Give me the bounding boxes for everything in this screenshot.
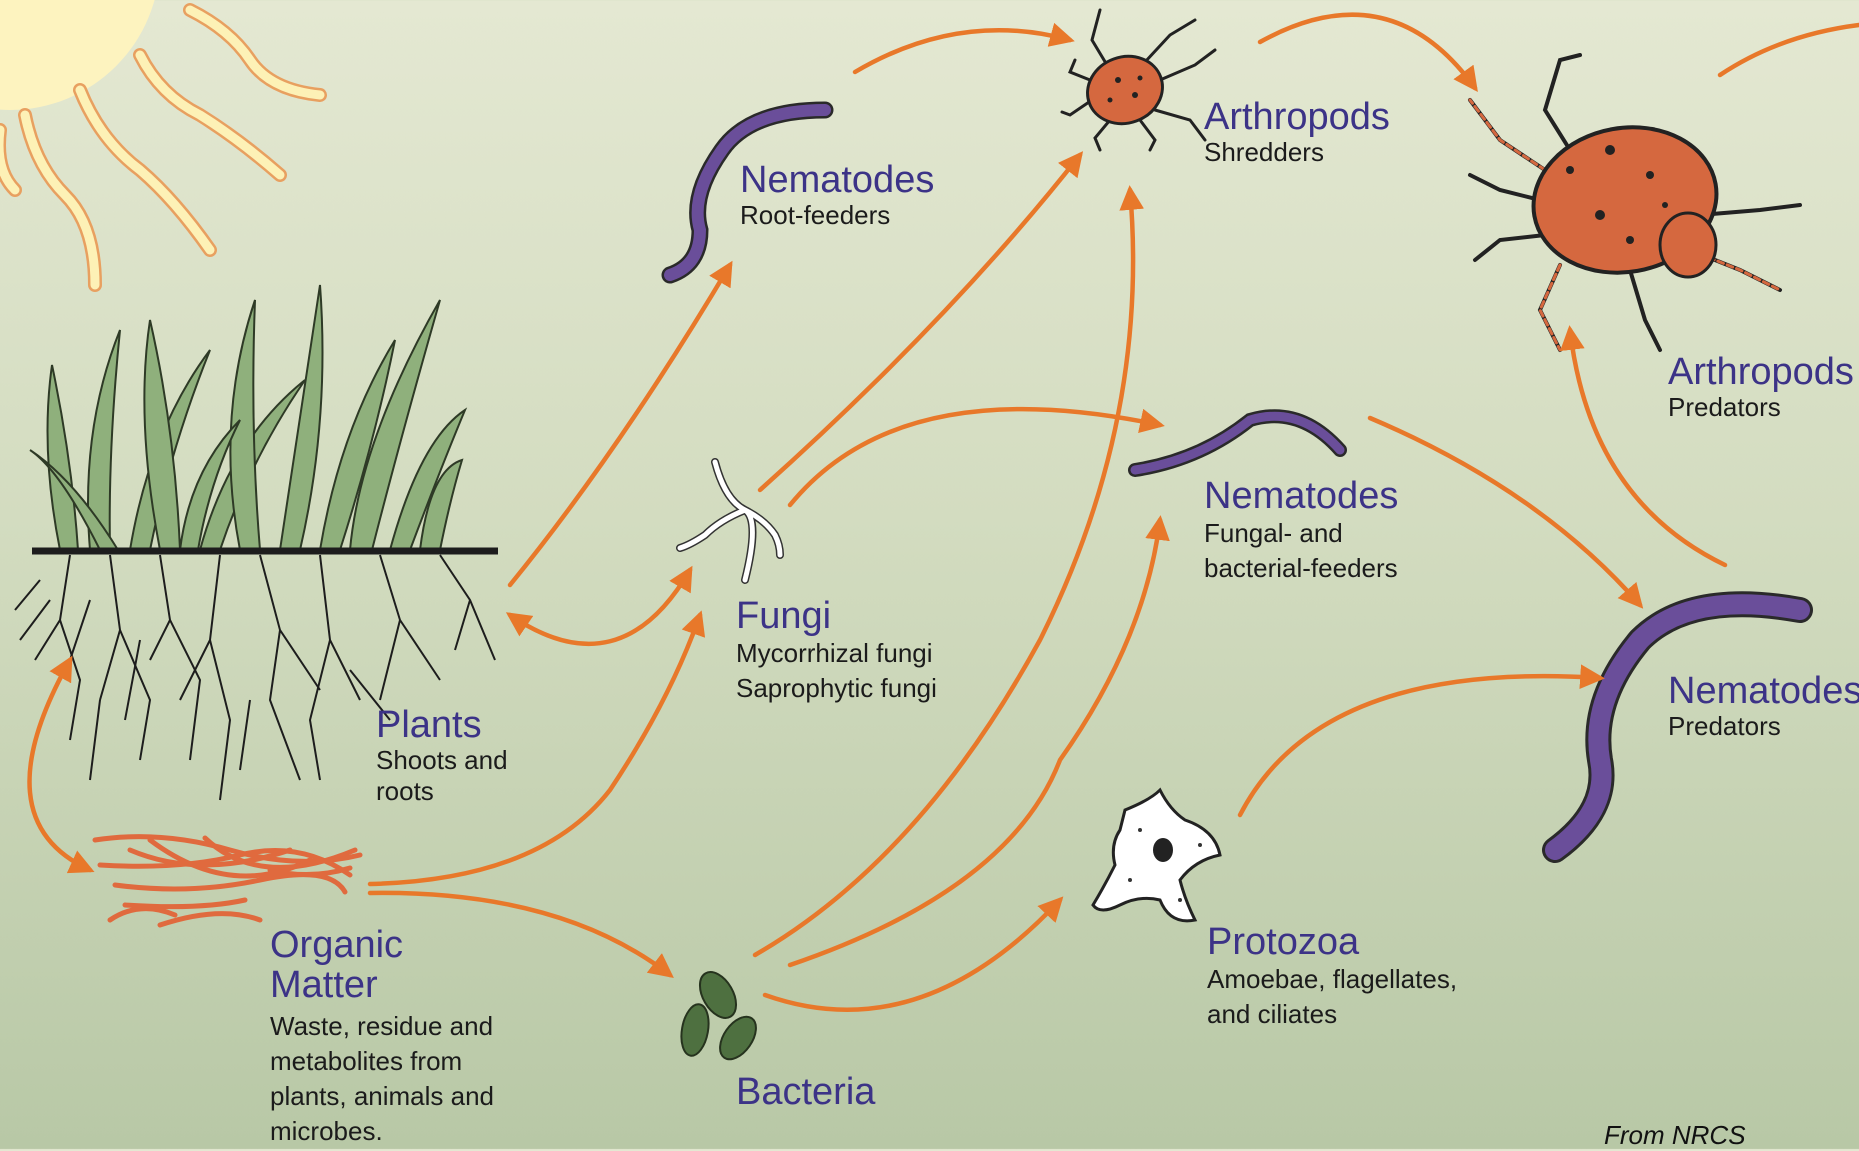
arrow-bacteria-to-protozoa: [765, 900, 1060, 1010]
plants-subtitle: Shoots and roots: [376, 745, 576, 807]
arthropods-predators-label: Arthropods Predators: [1668, 352, 1858, 423]
nematode-fungal-feeder-icon: [1135, 416, 1340, 470]
plants-label: Plants Shoots and roots: [376, 705, 576, 807]
arrow-plants-fungi: [510, 570, 690, 644]
nematodes-fungal-feeders-label: Nematodes Fungal- and bacterial-feeders: [1204, 476, 1504, 586]
arthropods-predators-subtitle: Predators: [1668, 392, 1858, 423]
fungi-subtitle: Mycorrhizal fungi Saprophytic fungi: [736, 636, 1036, 706]
fungi-title: Fungi: [736, 596, 1036, 636]
source-credit: From NRCS: [1604, 1120, 1804, 1151]
organic-matter-title: Organic Matter: [270, 925, 570, 1005]
fungi-icon: [680, 462, 780, 580]
protozoa-subtitle: Amoebae, flagellates, and ciliates: [1207, 962, 1527, 1032]
organic-matter-subtitle: Waste, residue and metabolites from plan…: [270, 1009, 570, 1149]
protozoa-title: Protozoa: [1207, 922, 1527, 962]
nematodes-root-feeders-label: Nematodes Root-feeders: [740, 160, 1040, 231]
arthropods-shredders-label: Arthropods Shredders: [1204, 97, 1464, 168]
arthropod-shredder-icon: [1062, 10, 1215, 150]
protozoa-icon: [1093, 790, 1220, 921]
nematodes-root-feeders-title: Nematodes: [740, 160, 1040, 200]
arthropods-shredders-title: Arthropods: [1204, 97, 1464, 137]
plants-title: Plants: [376, 705, 576, 745]
arrow-protozoa-to-nematodes-predators: [1240, 676, 1600, 815]
nematodes-fungal-feeders-title: Nematodes: [1204, 476, 1504, 516]
fungi-label: Fungi Mycorrhizal fungi Saprophytic fung…: [736, 596, 1036, 706]
bacteria-icon: [678, 966, 764, 1066]
arrow-bacteria-to-arthropods-shredders: [755, 190, 1133, 955]
organic-matter-label: Organic Matter Waste, residue and metabo…: [270, 925, 570, 1149]
grass-shoots-icon: [30, 285, 465, 550]
nematodes-predators-subtitle: Predators: [1668, 711, 1858, 742]
arrow-fungi-to-nematodes-fungal: [790, 409, 1160, 505]
nematodes-predators-label: Nematodes Predators: [1668, 671, 1858, 742]
arthropods-predators-title: Arthropods: [1668, 352, 1858, 392]
arrow-nematodes-root-to-arthropods-shredders: [855, 30, 1070, 72]
arrow-offscreen-top-right: [1720, 25, 1859, 75]
sun-icon: [0, 0, 320, 285]
arrow-arthropods-shredders-to-predators: [1260, 15, 1475, 88]
arthropods-shredders-subtitle: Shredders: [1204, 137, 1464, 168]
nematodes-fungal-feeders-subtitle: Fungal- and bacterial-feeders: [1204, 516, 1504, 586]
arthropod-predator-icon: [1470, 55, 1800, 350]
arrow-plants-organic-matter: [30, 660, 91, 870]
organic-matter-icon: [95, 837, 360, 925]
nematodes-root-feeders-subtitle: Root-feeders: [740, 200, 1040, 231]
nematodes-predators-title: Nematodes: [1668, 671, 1858, 711]
bacteria-label: Bacteria: [736, 1072, 936, 1112]
protozoa-label: Protozoa Amoebae, flagellates, and cilia…: [1207, 922, 1527, 1032]
bacteria-title: Bacteria: [736, 1072, 936, 1112]
